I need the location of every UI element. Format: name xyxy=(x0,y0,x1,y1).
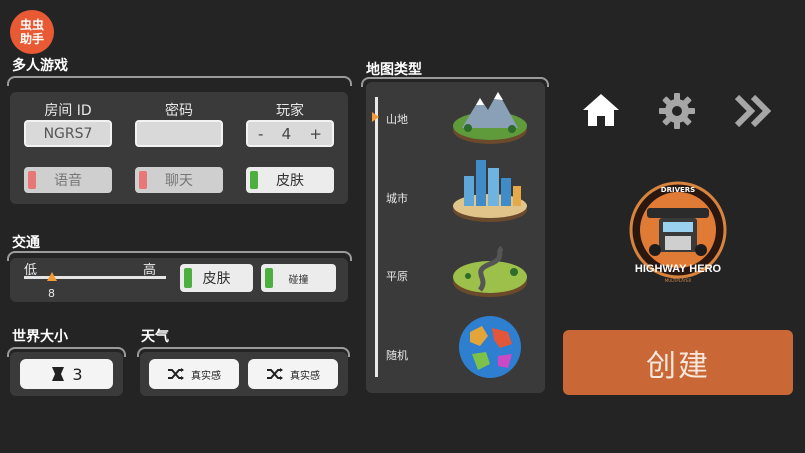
room-id-field[interactable]: NGRS7 xyxy=(24,120,112,147)
traffic-density-slider[interactable] xyxy=(24,276,166,279)
traffic-title: 交通 xyxy=(12,235,40,251)
weather-option-2-button[interactable]: 真实感 xyxy=(248,359,338,389)
traffic-density-handle[interactable] xyxy=(47,272,58,281)
collision-indicator xyxy=(265,268,273,288)
shuffle-icon xyxy=(267,368,283,380)
collision-label: 碰撞 xyxy=(288,274,309,286)
map-option-plains-label[interactable]: 平原 xyxy=(386,270,408,283)
weather-option-2-label: 真实感 xyxy=(290,370,320,382)
create-button[interactable]: 创建 xyxy=(563,330,793,395)
traffic-skin-toggle[interactable]: 皮肤 xyxy=(180,264,253,292)
weather-option-1-label: 真实感 xyxy=(191,370,221,382)
app-badge[interactable]: 虫虫 助手 xyxy=(10,10,54,54)
logo-top-text: DRIVERS xyxy=(660,186,696,194)
map-option-city-label[interactable]: 城市 xyxy=(386,192,408,205)
weather-option-1-button[interactable]: 真实感 xyxy=(149,359,239,389)
truck-emblem-icon xyxy=(629,181,727,279)
password-label: 密码 xyxy=(165,103,193,119)
room-id-value: NGRS7 xyxy=(43,125,93,142)
chat-toggle-indicator xyxy=(139,171,147,189)
gear-icon[interactable] xyxy=(657,91,697,131)
weather-frame xyxy=(137,347,350,357)
map-option-random-label[interactable]: 随机 xyxy=(386,349,408,362)
skin-toggle-indicator xyxy=(250,171,258,189)
chat-toggle-label: 聊天 xyxy=(165,173,193,189)
voice-toggle-indicator xyxy=(28,171,36,189)
traffic-skin-indicator xyxy=(184,268,192,288)
logo-main-text: HIGHWAY HERO xyxy=(634,263,722,275)
traffic-low-label: 低 xyxy=(24,263,38,278)
players-increment-button[interactable]: + xyxy=(309,124,322,143)
map-type-frame xyxy=(361,77,549,87)
skin-toggle-label: 皮肤 xyxy=(276,173,304,189)
map-selection-pointer xyxy=(372,112,379,122)
world-size-value: 3 xyxy=(72,364,83,384)
skin-toggle[interactable]: 皮肤 xyxy=(246,167,334,193)
double-chevron-right-icon[interactable] xyxy=(733,93,775,129)
city-map-icon[interactable] xyxy=(450,154,530,224)
traffic-density-value: 8 xyxy=(48,287,55,300)
players-label: 玩家 xyxy=(276,103,304,119)
random-map-globe-icon[interactable] xyxy=(452,314,528,380)
multiplayer-frame xyxy=(7,76,352,86)
players-decrement-button[interactable]: - xyxy=(258,124,264,143)
world-size-title: 世界大小 xyxy=(12,329,68,345)
map-pin-icon xyxy=(52,367,65,381)
multiplayer-title: 多人游戏 xyxy=(12,58,68,74)
world-size-frame xyxy=(7,347,126,357)
plains-map-icon[interactable] xyxy=(450,242,530,300)
world-size-button[interactable]: 3 xyxy=(20,359,113,389)
traffic-high-label: 高 xyxy=(143,263,157,278)
traffic-skin-label: 皮肤 xyxy=(202,271,231,287)
weather-title: 天气 xyxy=(141,329,169,345)
shuffle-icon xyxy=(168,368,184,380)
mountain-map-icon[interactable] xyxy=(450,88,530,146)
traffic-frame xyxy=(7,251,352,261)
highway-hero-logo: DRIVERS HIGHWAY HERO MULTIPLAYER xyxy=(625,180,731,288)
players-stepper[interactable]: - 4 + xyxy=(246,120,334,147)
collision-toggle[interactable]: 碰撞 xyxy=(261,264,336,292)
create-button-label: 创建 xyxy=(646,348,710,384)
voice-toggle[interactable]: 语音 xyxy=(24,167,112,193)
logo-bottom-text: MULTIPLAYER xyxy=(664,278,692,283)
room-id-label: 房间 ID xyxy=(44,103,92,119)
home-icon[interactable] xyxy=(581,92,621,128)
map-type-rail xyxy=(375,97,378,377)
chat-toggle[interactable]: 聊天 xyxy=(135,167,223,193)
password-field[interactable] xyxy=(135,120,223,147)
map-option-mountain-label[interactable]: 山地 xyxy=(386,113,408,126)
players-count: 4 xyxy=(281,124,292,143)
app-badge-text: 虫虫 助手 xyxy=(19,18,44,46)
voice-toggle-label: 语音 xyxy=(54,173,82,189)
map-type-title: 地图类型 xyxy=(366,62,422,78)
